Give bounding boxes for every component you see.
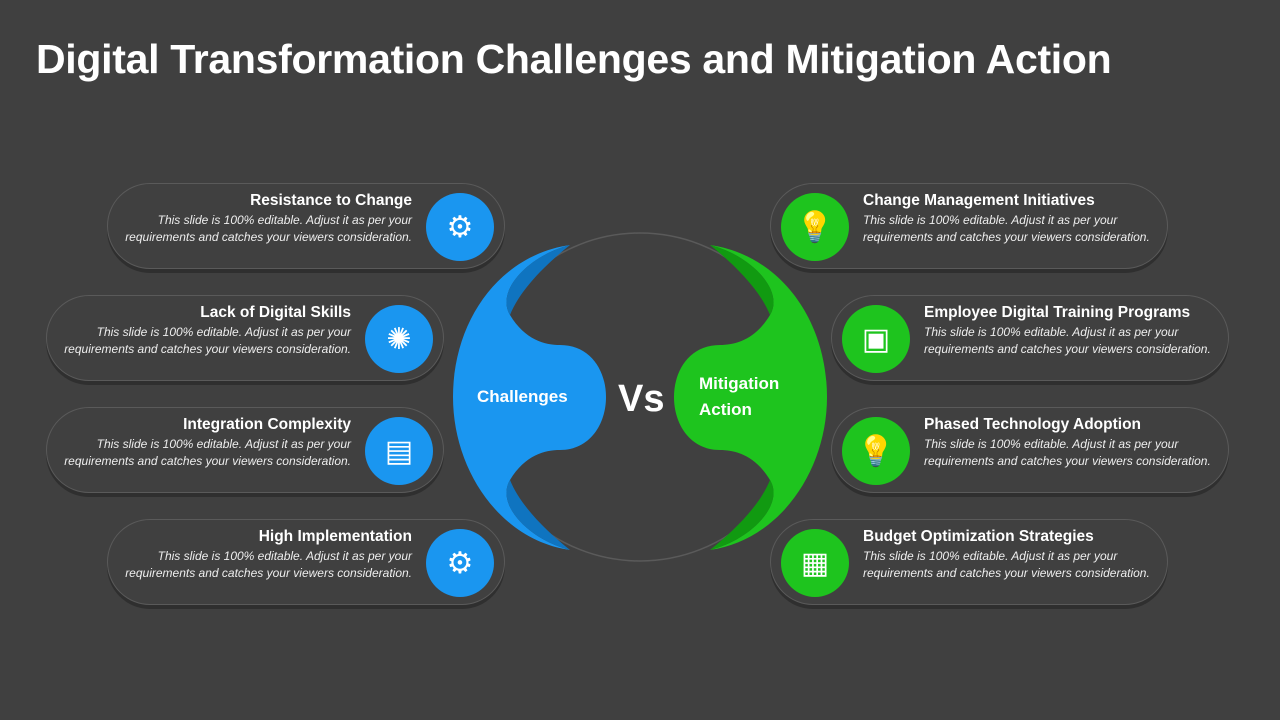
card-desc: This slide is 100% editable. Adjust it a… — [125, 213, 412, 244]
card-title: Phased Technology Adoption — [924, 416, 1141, 433]
card-title: Employee Digital Training Programs — [924, 304, 1191, 321]
bulb-hand-icon: 💡 — [842, 417, 910, 485]
card-title: Resistance to Change — [250, 192, 412, 209]
brain-network-icon: ✺ — [365, 305, 433, 373]
layers-window-icon: ▤ — [365, 417, 433, 485]
card-title: Change Management Initiatives — [863, 192, 1095, 209]
gear-hand-icon: ⚙ — [426, 193, 494, 261]
challenges-shape — [453, 245, 606, 550]
mitigation-label-1: Mitigation — [699, 374, 780, 393]
challenges-label: Challenges — [477, 387, 568, 406]
presentation-icon: ▣ — [842, 305, 910, 373]
mitigation-shape — [674, 245, 827, 550]
card-desc: This slide is 100% editable. Adjust it a… — [924, 325, 1211, 356]
vs-label: Vs — [618, 378, 665, 420]
card-desc: This slide is 100% editable. Adjust it a… — [863, 549, 1150, 580]
card-desc: This slide is 100% editable. Adjust it a… — [863, 213, 1150, 244]
card-title: Budget Optimization Strategies — [863, 528, 1094, 545]
mitigation-label-2: Action — [699, 400, 752, 419]
card-desc: This slide is 100% editable. Adjust it a… — [64, 325, 351, 356]
page-title: Digital Transformation Challenges and Mi… — [36, 36, 1112, 82]
card-title: Lack of Digital Skills — [200, 304, 351, 321]
bulb-gear-icon: 💡 — [781, 193, 849, 261]
card-title: Integration Complexity — [183, 416, 351, 433]
card-title: High Implementation — [258, 528, 412, 545]
card-desc: This slide is 100% editable. Adjust it a… — [125, 549, 412, 580]
card-desc: This slide is 100% editable. Adjust it a… — [64, 437, 351, 468]
card-desc: This slide is 100% editable. Adjust it a… — [924, 437, 1211, 468]
gears-cycle-icon: ⚙ — [426, 529, 494, 597]
strategy-money-icon: ▦ — [781, 529, 849, 597]
